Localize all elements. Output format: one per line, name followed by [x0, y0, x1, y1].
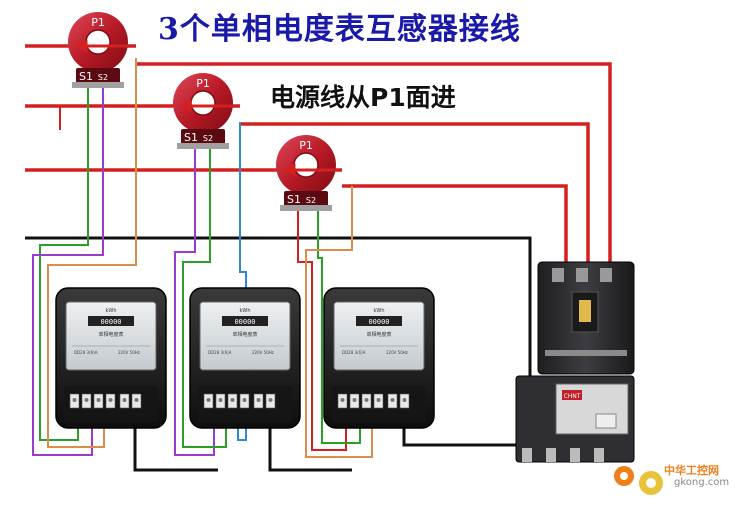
secondary-wires-meter-3: [297, 186, 373, 458]
subtitle: 电源线从P1面进: [270, 83, 456, 112]
gkong-logo: [614, 466, 663, 495]
current-transformer-2: [172, 72, 234, 150]
energy-meter-3: [323, 287, 435, 429]
page-title: 3个单相电度表互感器接线: [158, 12, 521, 47]
energy-meter-2: [189, 287, 301, 429]
current-transformer-1: [67, 11, 129, 89]
current-transformer-3: [275, 134, 337, 212]
phase-2-to-breaker: [240, 122, 590, 262]
energy-meter-1: [55, 287, 167, 429]
circuit-breaker: CHNT: [515, 261, 635, 463]
watermark-cn: 中华工控网: [664, 464, 719, 477]
watermark-en: gkong.com: [674, 477, 730, 488]
phase-1-to-breaker: [136, 62, 612, 262]
secondary-wires-meter-1: [32, 58, 137, 456]
svg-text:CHNT: CHNT: [564, 393, 581, 400]
phase-3-to-breaker: [342, 184, 568, 262]
